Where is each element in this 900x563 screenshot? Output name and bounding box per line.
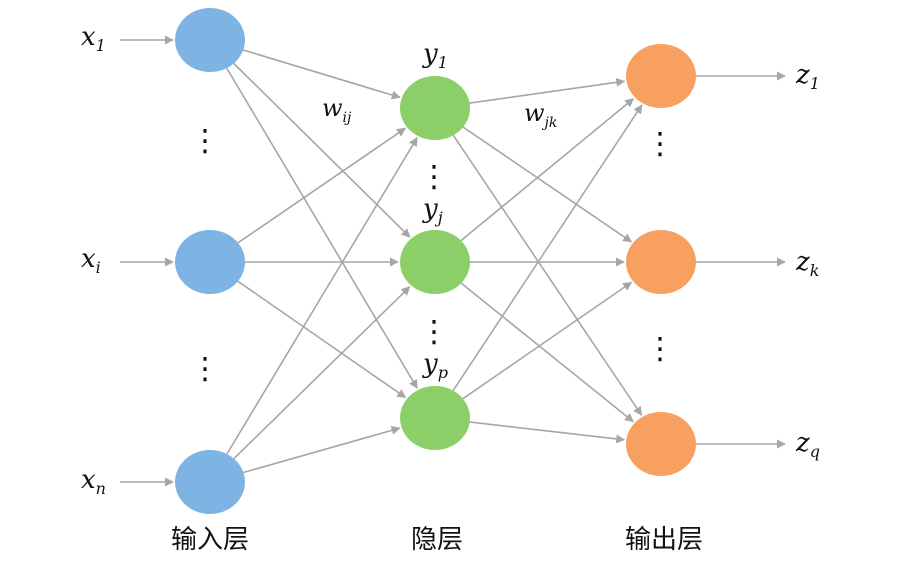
edge-l1-2-2 xyxy=(469,421,626,444)
edge-l0-2-1 xyxy=(233,286,411,460)
edge-l1-1-2 xyxy=(460,282,634,423)
io-arrows xyxy=(120,35,786,487)
layer-label-hidden: 隐层 xyxy=(411,525,463,555)
hidden-neuron-j xyxy=(400,230,470,294)
hidden-label-1: y1 xyxy=(422,39,448,72)
input-neuron-n xyxy=(175,450,245,514)
edge-l1-0-1 xyxy=(462,126,633,243)
hidden-label-p: yp xyxy=(422,349,448,382)
edge-l0-0-2 xyxy=(226,67,418,389)
ellipsis-5: ⋮ xyxy=(645,332,675,367)
edge-l1-2-0 xyxy=(452,104,643,392)
hidden-neuron-1 xyxy=(400,76,470,140)
connection-edges xyxy=(226,49,643,474)
ellipsis-1: ⋮ xyxy=(190,352,220,387)
input-neuron-1 xyxy=(175,8,245,72)
output-neuron-1 xyxy=(626,44,696,108)
input-label-i: xi xyxy=(81,244,101,277)
edge-l1-0-0 xyxy=(469,77,626,104)
edge-l1-1-0 xyxy=(460,98,635,242)
ellipsis-3: ⋮ xyxy=(419,315,449,350)
edge-l0-2-2 xyxy=(243,425,401,474)
layer-label-input: 输入层 xyxy=(171,525,249,555)
weight-label-ij: wij xyxy=(322,94,352,126)
edge-l0-0-1 xyxy=(233,62,411,238)
ellipsis-2: ⋮ xyxy=(419,160,449,195)
edge-l0-1-0 xyxy=(237,127,407,244)
input-label-n: xn xyxy=(81,465,106,498)
edge-l0-1-2 xyxy=(237,280,407,399)
labels: x1 xi xn y1 yj yp z1 zk zq wij wjk ⋮ ⋮ ⋮ ⋮ ⋮ ⋮ 输入层 隐层 输出层 xyxy=(81,22,820,555)
output-label-q: zq xyxy=(795,428,820,461)
hidden-neuron-p xyxy=(400,386,470,450)
weight-label-jk: wjk xyxy=(524,99,557,131)
input-neuron-i xyxy=(175,230,245,294)
layer-label-output: 输出层 xyxy=(625,525,703,555)
ellipsis-0: ⋮ xyxy=(190,124,220,159)
edge-l0-0-0 xyxy=(242,49,401,100)
edge-l1-0-2 xyxy=(452,134,643,416)
edge-l1-2-1 xyxy=(462,281,633,400)
hidden-label-j: yj xyxy=(422,194,443,227)
output-label-1: z1 xyxy=(795,60,820,93)
output-label-k: zk xyxy=(795,247,819,280)
edge-l0-2-0 xyxy=(226,137,418,455)
output-neuron-k xyxy=(626,230,696,294)
ellipsis-4: ⋮ xyxy=(645,127,675,162)
neurons xyxy=(175,8,696,514)
input-label-1: x1 xyxy=(81,22,106,55)
output-neuron-q xyxy=(626,412,696,476)
